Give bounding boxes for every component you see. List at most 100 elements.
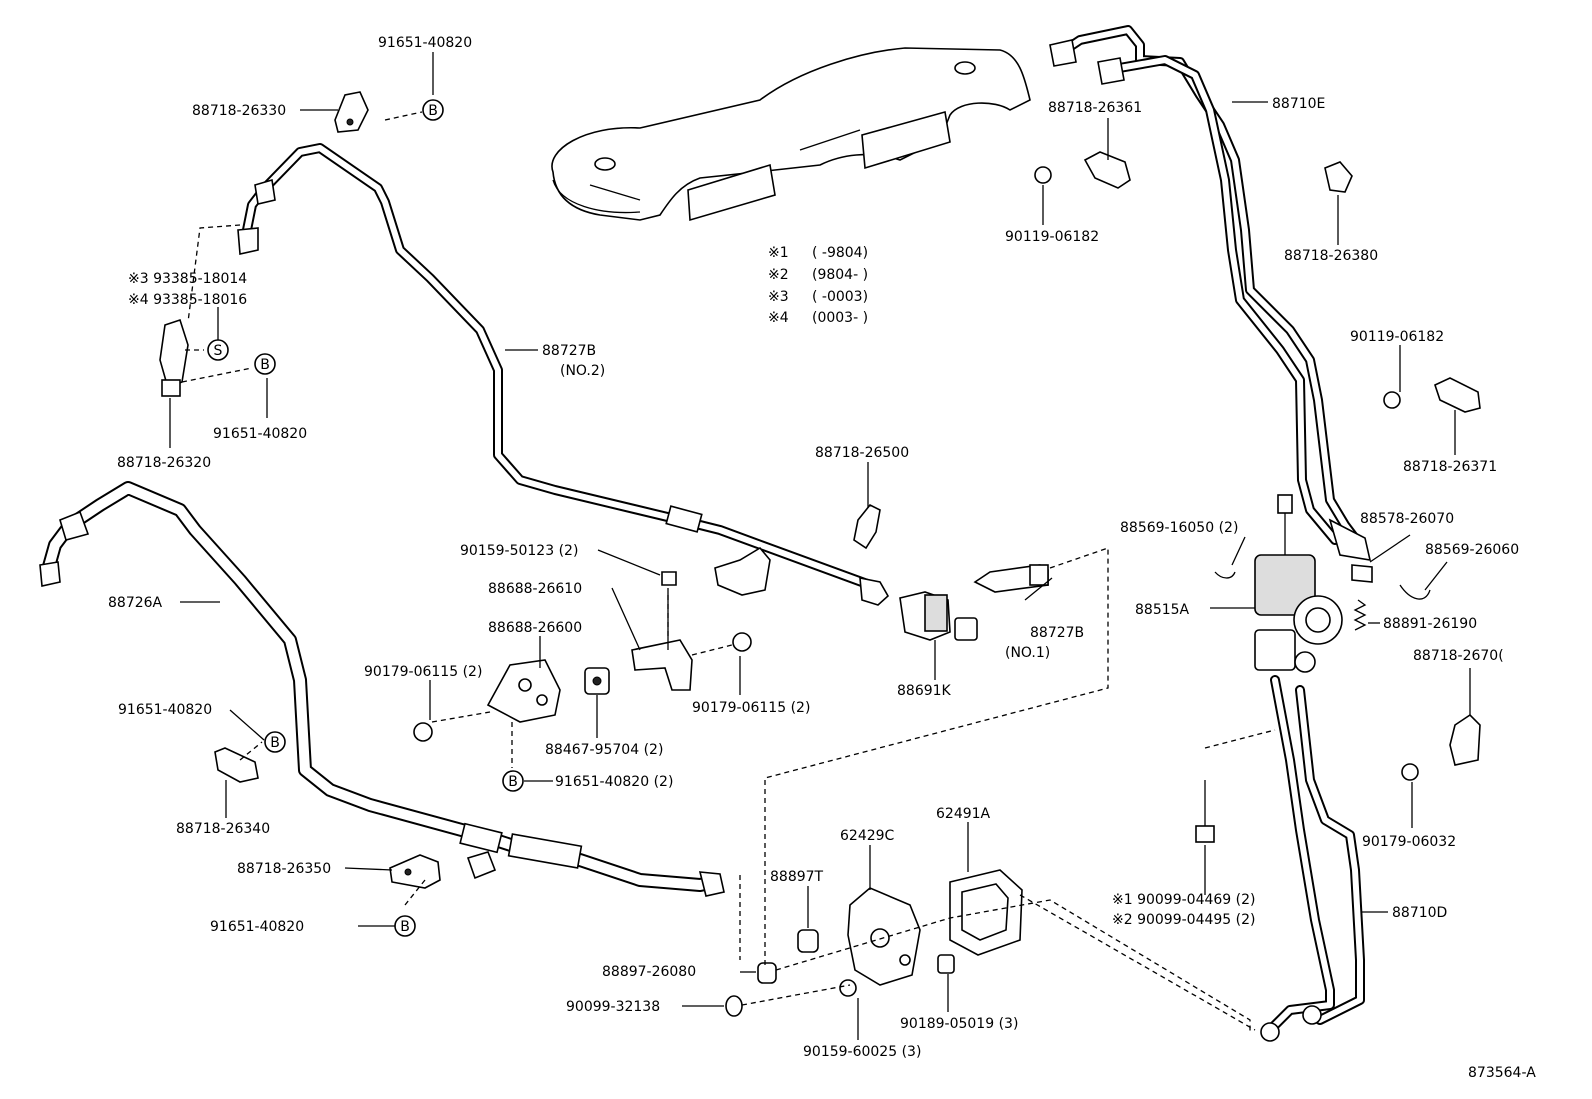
label-88897-26080: 88897-26080 <box>602 964 696 980</box>
screw-symbol: S <box>214 343 223 359</box>
clamp-88718-26700 <box>1449 713 1481 766</box>
evaporator-duct-unit <box>551 47 1031 222</box>
label-91651-40820: 91651-40820 <box>118 702 212 718</box>
label-88718-26350: 88718-26350 <box>237 861 331 877</box>
bracket-88688-26600 <box>486 659 561 723</box>
label-90119-06182: 90119-06182 <box>1350 329 1444 345</box>
label-90179-06115: 90179-06115 (2) <box>364 664 482 680</box>
label-88727b-no1-sub: (NO.1) <box>1005 645 1050 661</box>
label-88891-26190: 88891-26190 <box>1383 616 1477 632</box>
elbow-fitting <box>714 546 771 596</box>
label-88515a: 88515A <box>1135 602 1190 618</box>
clamp-88718-26371 <box>1434 377 1481 413</box>
screw-90119-06182-right <box>1383 391 1401 409</box>
label-88718-26700: 88718-2670( <box>1413 648 1504 664</box>
label-93385-18016: ※4 93385-18016 <box>128 292 247 308</box>
label-90099-32138: 90099-32138 <box>566 999 660 1015</box>
pipe-88710e <box>1049 25 1372 561</box>
screw-90159-60025 <box>839 979 857 997</box>
label-91651-40820: 91651-40820 <box>210 919 304 935</box>
clamp-88569-26060 <box>1399 584 1431 600</box>
bolt-symbol: B <box>508 774 518 790</box>
label-88897t: 88897T <box>770 869 824 885</box>
label-88727b-sub: (NO.2) <box>560 363 605 379</box>
label-90099-04495: ※2 90099-04495 (2) <box>1112 912 1256 928</box>
bolt-symbol: B <box>400 919 410 935</box>
label-91651-40820: 91651-40820 <box>213 426 307 442</box>
label-88688-26610: 88688-26610 <box>488 581 582 597</box>
label-88718-26380: 88718-26380 <box>1284 248 1378 264</box>
label-90119-06182: 90119-06182 <box>1005 229 1099 245</box>
note-mark-1: ※1 <box>768 245 789 261</box>
label-88467-95704: 88467-95704 (2) <box>545 742 663 758</box>
label-88569-26060: 88569-26060 <box>1425 542 1519 558</box>
label-91651-40820: 91651-40820 <box>378 35 472 51</box>
valve-88691k <box>899 591 978 641</box>
note-range-3: ( -0003) <box>812 289 868 305</box>
label-90159-50123: 90159-50123 (2) <box>460 543 578 559</box>
label-88727b-no1: 88727B <box>1030 625 1084 641</box>
clamp-88718-26350 <box>389 854 441 889</box>
leader-lines <box>169 52 1471 1040</box>
pipe-88726a <box>39 481 725 897</box>
label-62429c: 62429C <box>840 828 895 844</box>
label-88718-26340: 88718-26340 <box>176 821 270 837</box>
note-mark-3: ※3 <box>768 289 789 305</box>
clamp-88718-26330 <box>334 91 369 133</box>
clamp-88718-26340 <box>214 747 259 783</box>
plate-62429c <box>847 887 921 986</box>
bolt-symbol: B <box>260 357 270 373</box>
screw-90119-06182-top <box>1034 166 1052 184</box>
label-88718-26320: 88718-26320 <box>117 455 211 471</box>
label-88710e: 88710E <box>1272 96 1325 112</box>
label-88688-26600: 88688-26600 <box>488 620 582 636</box>
label-90179-06115: 90179-06115 (2) <box>692 700 810 716</box>
seal-88897t <box>797 929 819 953</box>
note-mark-2: ※2 <box>768 267 789 283</box>
label-93385-18014: ※3 93385-18014 <box>128 271 247 287</box>
label-90099-04469: ※1 90099-04469 (2) <box>1112 892 1256 908</box>
note-list: ※1 ( -9804) ※2 (9804- ) ※3 ( -0003) ※4 (… <box>768 245 868 326</box>
note-range-1: ( -9804) <box>812 245 868 261</box>
clamp-88718-26320 <box>159 318 189 397</box>
gasket-62491a <box>949 869 1023 956</box>
label-88718-26500: 88718-26500 <box>815 445 909 461</box>
label-90159-60025: 90159-60025 (3) <box>803 1044 921 1060</box>
label-91651-40820-2: 91651-40820 (2) <box>555 774 673 790</box>
label-88578-26070: 88578-26070 <box>1360 511 1454 527</box>
label-88718-26361: 88718-26361 <box>1048 100 1142 116</box>
expansion-valve-88515a <box>1254 494 1373 673</box>
label-88710d: 88710D <box>1392 905 1447 921</box>
label-88718-26330: 88718-26330 <box>192 103 286 119</box>
label-88726a: 88726A <box>108 595 163 611</box>
nut-90179-06115-right <box>732 632 752 652</box>
note-mark-4: ※4 <box>768 310 789 326</box>
clamp-88569-16050 <box>1214 571 1236 579</box>
clamp-88718-26361 <box>1083 151 1131 189</box>
clip-90189-05019 <box>937 954 955 974</box>
label-88727b: 88727B <box>542 343 596 359</box>
bolt-symbol: B <box>270 735 280 751</box>
part-labels: 91651-40820 88718-26330 ※3 93385-18014 ※… <box>108 35 1536 1081</box>
label-90179-06032: 90179-06032 <box>1362 834 1456 850</box>
note-range-4: (0003- ) <box>812 310 868 326</box>
label-90189-05019: 90189-05019 (3) <box>900 1016 1018 1032</box>
figure-id: 873564-A <box>1468 1065 1536 1081</box>
pipe-88727b-no2 <box>237 143 890 606</box>
grommet-88467-95704 <box>584 667 610 695</box>
symbol-circles: B S B B B B <box>207 99 524 937</box>
nut-90179-06032 <box>1401 763 1419 781</box>
nut-90179-06115-left <box>413 722 433 742</box>
alignment-dashes <box>181 111 1276 1032</box>
label-88718-26371: 88718-26371 <box>1403 459 1497 475</box>
bolt-symbol: B <box>428 103 438 119</box>
spring-88891-26190 <box>1353 599 1367 631</box>
seal-88897-26080 <box>757 962 777 984</box>
bolt-88727b-no1 <box>973 564 1049 593</box>
small-elbow <box>466 851 497 880</box>
clamp-88718-26500 <box>853 503 881 550</box>
label-62491a: 62491A <box>936 806 991 822</box>
bracket-88688-26610 <box>631 571 693 691</box>
label-88691k: 88691K <box>897 683 952 699</box>
